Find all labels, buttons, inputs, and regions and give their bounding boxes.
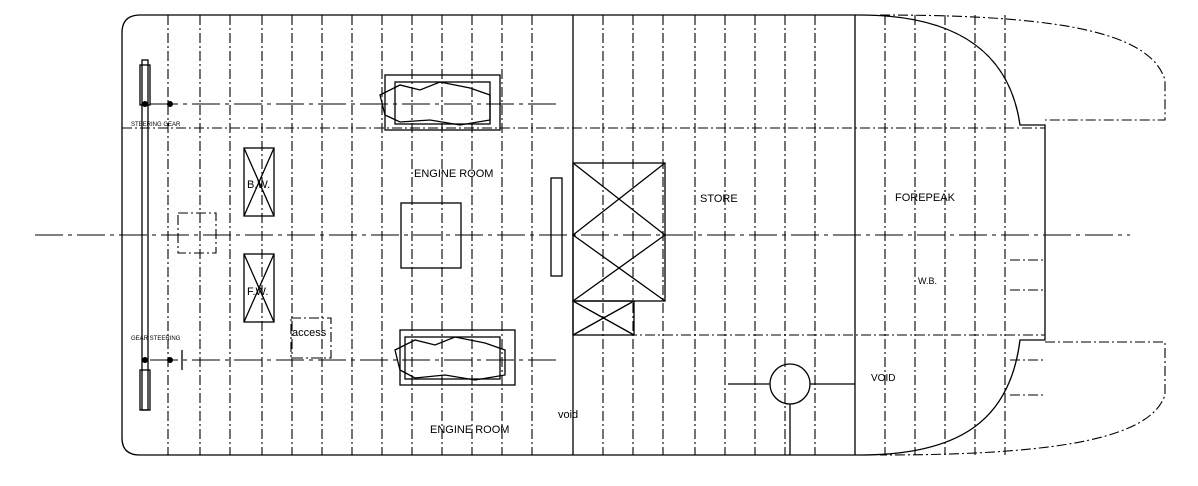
engine-bottom xyxy=(394,329,516,386)
label-void-upper: VOID xyxy=(871,373,895,384)
label-void-lower: void xyxy=(558,409,578,421)
label-access: access xyxy=(292,327,327,339)
bulkhead-opening xyxy=(550,177,563,277)
label-forepeak: FOREPEAK xyxy=(895,192,956,204)
label-fw: F.W. xyxy=(247,286,268,298)
label-store: STORE xyxy=(700,193,738,205)
label-wb: W.B. xyxy=(918,276,937,286)
steering-gear xyxy=(139,59,183,411)
engine-room-hatch xyxy=(400,202,462,269)
forepeak-steps xyxy=(1010,259,1045,396)
bw-tank xyxy=(243,147,275,217)
label-bw: B.W. xyxy=(247,179,270,191)
hull-outline xyxy=(121,14,1046,456)
label-engine-room-top: ENGINE ROOM xyxy=(414,168,493,180)
engine-top xyxy=(379,74,501,131)
access-hatch xyxy=(290,317,332,359)
label-steering-gear-bottom: GEAR STEERING xyxy=(131,336,181,342)
store-hatch xyxy=(572,162,666,336)
rudder-box xyxy=(177,212,217,254)
void-manhole xyxy=(728,363,855,455)
hull-outline-dashed xyxy=(879,14,1166,456)
label-steering-gear-top: STEERING GEAR xyxy=(131,122,181,128)
label-engine-room-bottom: ENGINE ROOM xyxy=(430,424,509,436)
fw-tank xyxy=(243,253,275,323)
